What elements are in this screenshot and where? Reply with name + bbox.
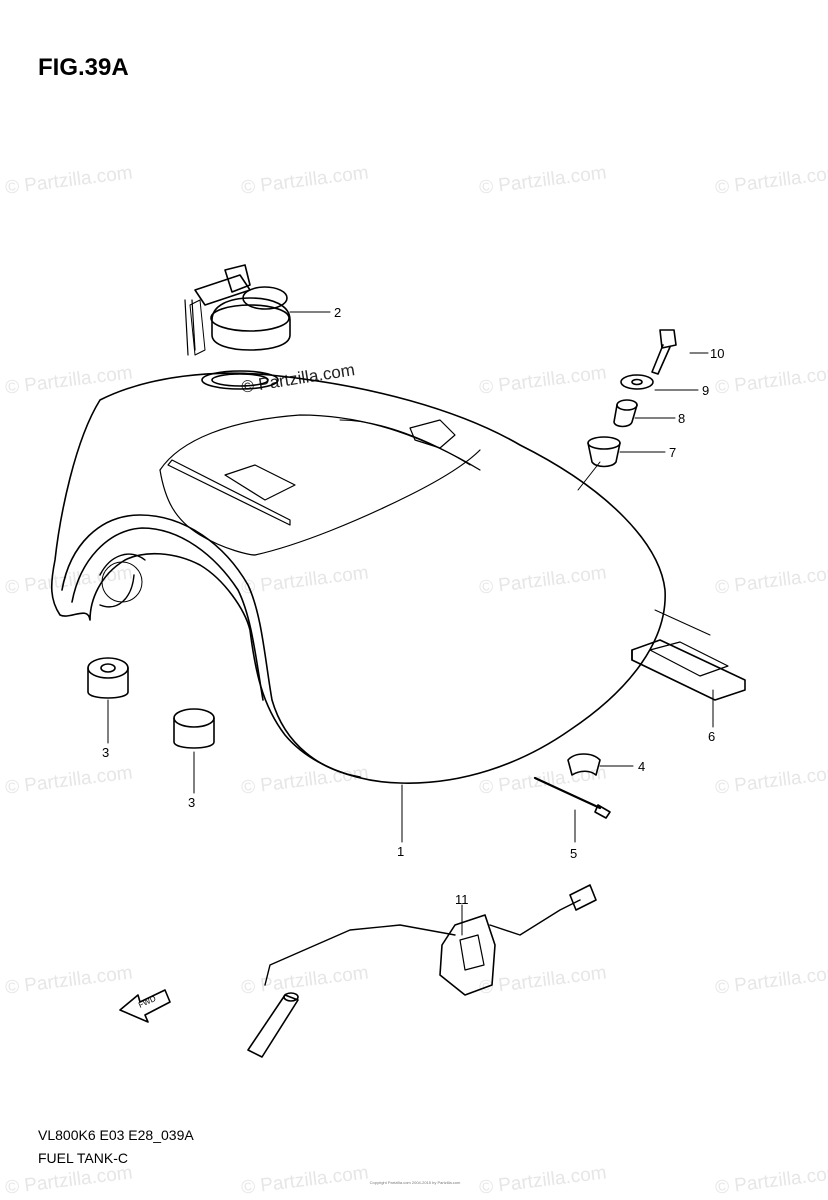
fwd-arrow-icon xyxy=(119,989,171,1023)
cushion-part xyxy=(631,639,746,701)
callout-7: 7 xyxy=(669,445,676,460)
figure-name: FUEL TANK-C xyxy=(38,1150,128,1166)
callout-4: 4 xyxy=(638,759,645,774)
figure-title: FIG.39A xyxy=(38,54,129,81)
spacer-part xyxy=(613,399,638,428)
callout-10: 10 xyxy=(710,346,724,361)
callout-1: 1 xyxy=(397,844,404,859)
bolt-part xyxy=(651,329,677,375)
leader-lines xyxy=(107,311,714,936)
damper-part xyxy=(587,436,621,468)
fuel-cap-part xyxy=(184,264,291,356)
washer-part xyxy=(620,374,654,390)
cable-tie-part xyxy=(533,776,611,819)
callout-11: 11 xyxy=(455,892,469,907)
callout-5: 5 xyxy=(570,846,577,861)
callout-8: 8 xyxy=(678,411,685,426)
callout-6: 6 xyxy=(708,729,715,744)
fwd-label: FWD xyxy=(137,994,158,1010)
figure-code: VL800K6 E03 E28_039A xyxy=(38,1127,194,1143)
fuel-tank-part xyxy=(50,370,666,784)
copyright-note: Copyright Partzilla.com 2004-2015 by Par… xyxy=(369,1180,461,1185)
callout-3a: 3 xyxy=(102,745,109,760)
fuel-level-gauge-part xyxy=(247,884,597,1058)
callout-3b: 3 xyxy=(188,795,195,810)
callout-9: 9 xyxy=(702,383,709,398)
callout-2: 2 xyxy=(334,305,341,320)
cap-plug-part xyxy=(173,708,215,749)
clamp-part xyxy=(567,753,601,776)
grommet-part xyxy=(87,657,129,699)
